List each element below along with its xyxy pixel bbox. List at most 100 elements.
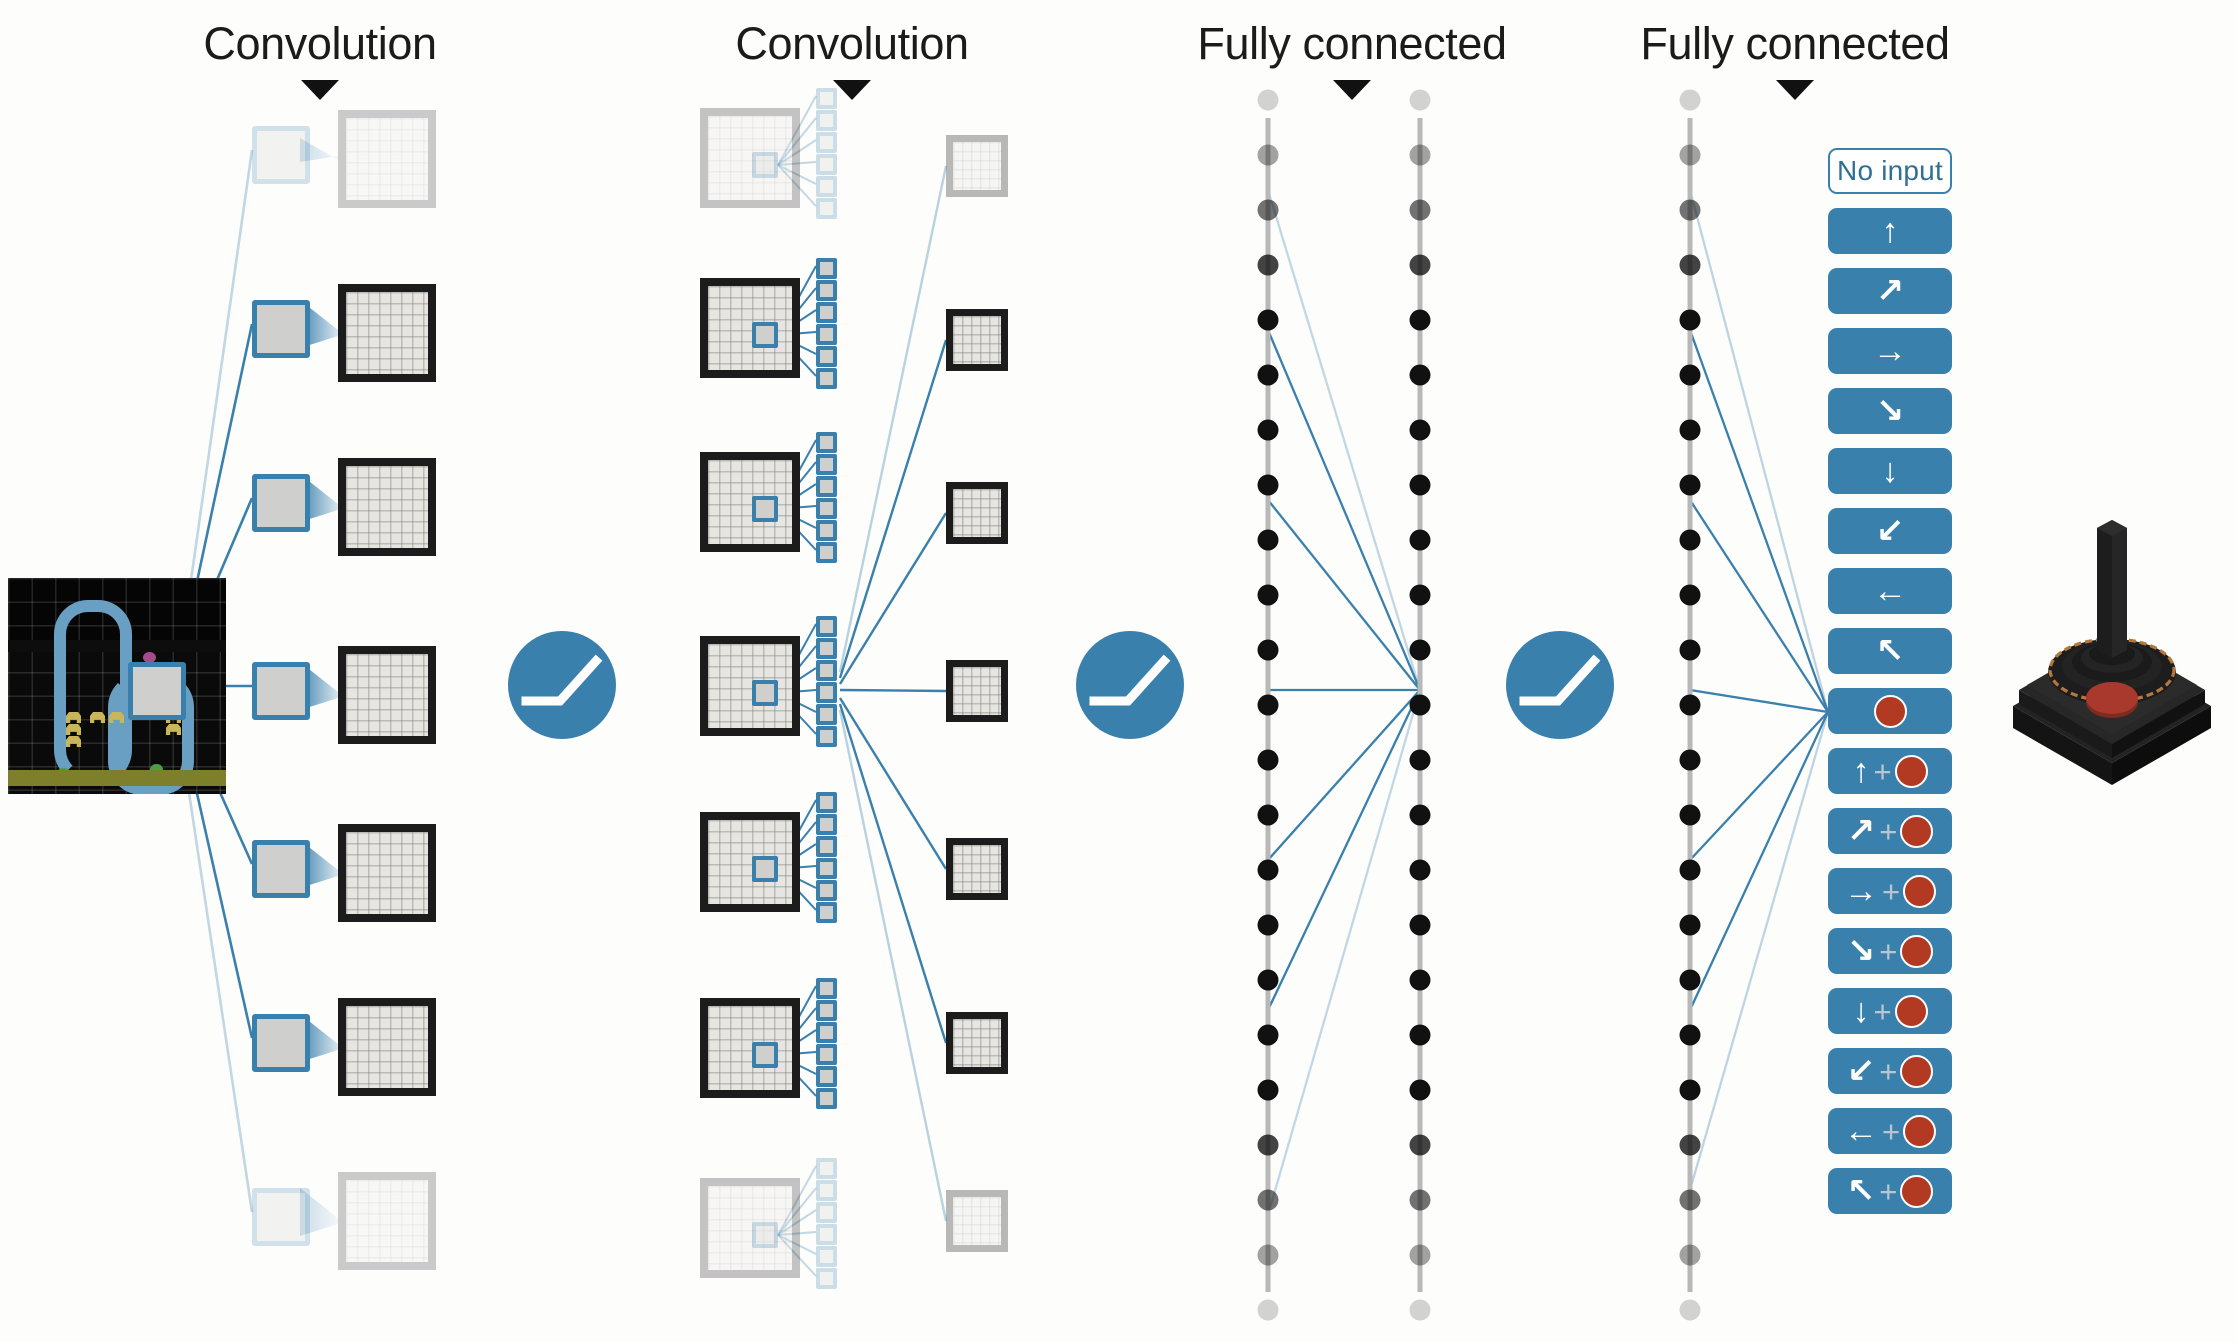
fc-neuron (1409, 1024, 1431, 1046)
feature-map-grid (953, 1197, 1001, 1245)
action-down-fire[interactable]: ↓+ (1828, 988, 1952, 1034)
fire-button-icon (1903, 874, 1937, 908)
plus-separator: + (1873, 993, 1892, 1029)
fire-button-icon (1894, 754, 1928, 788)
action-label: No input (1837, 155, 1943, 186)
fc-neuron (1257, 1299, 1279, 1321)
feature-map-grid (708, 286, 792, 370)
conv2-kernel-cell (816, 198, 837, 219)
action-fire[interactable] (1828, 688, 1952, 734)
fc-neuron (1409, 1189, 1431, 1211)
fc-neuron (1409, 749, 1431, 771)
action-left-fire[interactable]: ←+ (1828, 1108, 1952, 1154)
plus-separator: + (1879, 1173, 1898, 1209)
action-down-right[interactable]: ↘ (1828, 388, 1952, 434)
action-right-fire[interactable]: →+ (1828, 868, 1952, 914)
fire-button-icon (1900, 814, 1934, 848)
fc-neuron (1679, 1024, 1701, 1046)
game-gem (143, 652, 156, 663)
fc-neuron (1679, 199, 1701, 221)
conv2-receptive-field (752, 1042, 778, 1068)
feature-map-grid (953, 845, 1001, 893)
conv2-output-map (946, 1012, 1008, 1074)
action-up-right[interactable]: ↗ (1828, 268, 1952, 314)
fc-neuron (1409, 1134, 1431, 1156)
fire-button-icon (1900, 1054, 1934, 1088)
fc-neuron (1679, 144, 1701, 166)
conv2-kernel-cell (816, 836, 837, 857)
conv2-kernel-cell (816, 1000, 837, 1021)
fc-neuron (1679, 419, 1701, 441)
fc-neuron (1257, 1079, 1279, 1101)
conv2-kernel-cell (816, 324, 837, 345)
fc-neuron (1409, 1299, 1431, 1321)
conv1-feature-map (338, 284, 436, 382)
conv2-receptive-field (752, 322, 778, 348)
fc-neuron (1409, 474, 1431, 496)
fc-neuron (1257, 1134, 1279, 1156)
feature-map-grid (346, 832, 428, 914)
conv2-kernel-cell (816, 1044, 837, 1065)
input-receptive-field (128, 662, 186, 720)
stage-marker-conv1 (301, 80, 339, 100)
fc-neuron (1257, 914, 1279, 936)
action-no-input[interactable]: No input (1828, 148, 1952, 194)
action-up-left[interactable]: ↖ (1828, 628, 1952, 674)
feature-map-grid (708, 116, 792, 200)
fc-neuron (1679, 804, 1701, 826)
fc-neuron (1679, 1189, 1701, 1211)
action-down[interactable]: ↓ (1828, 448, 1952, 494)
fc-neuron (1679, 1244, 1701, 1266)
game-ground (8, 770, 226, 786)
game-sprite (66, 724, 81, 735)
feature-map-grid (953, 667, 1001, 715)
conv2-kernel-cell (816, 454, 837, 475)
fire-button-icon (1894, 994, 1928, 1028)
fc-neuron (1679, 364, 1701, 386)
fc-neuron (1679, 584, 1701, 606)
fc-neuron (1257, 254, 1279, 276)
arrow-right-icon: → (1873, 332, 1907, 370)
action-down-left[interactable]: ↙ (1828, 508, 1952, 554)
fc-neuron (1257, 529, 1279, 551)
relu-icon (1076, 631, 1184, 739)
feature-map-grid (346, 292, 428, 374)
conv2-output-map (946, 660, 1008, 722)
action-down-left-fire[interactable]: ↙+ (1828, 1048, 1952, 1094)
game-tube-right (108, 673, 194, 794)
conv1-feature-map (338, 458, 436, 556)
conv2-kernel-cell (816, 1202, 837, 1223)
fc-neuron (1409, 144, 1431, 166)
conv2-feature-map (700, 1178, 800, 1278)
fc-neuron (1409, 529, 1431, 551)
conv1-patch (252, 1188, 310, 1246)
atari-joystick (2005, 520, 2220, 790)
conv1-patch (252, 662, 310, 720)
conv2-kernel-cell (816, 280, 837, 301)
plus-separator: + (1879, 813, 1898, 849)
fire-button-icon (1900, 934, 1934, 968)
fc-neuron (1679, 639, 1701, 661)
conv2-feature-map (700, 998, 800, 1098)
action-up-left-fire[interactable]: ↖+ (1828, 1168, 1952, 1214)
fc-neuron (1257, 694, 1279, 716)
stage-marker-fc2 (1776, 80, 1814, 100)
conv2-receptive-field (752, 1222, 778, 1248)
action-down-right-fire[interactable]: ↘+ (1828, 928, 1952, 974)
plus-separator: + (1873, 753, 1892, 789)
fc-neuron (1257, 1189, 1279, 1211)
conv2-output-map (946, 309, 1008, 371)
arrow-left-icon: ← (1843, 1112, 1878, 1150)
arrow-down-icon: ↓ (1852, 992, 1870, 1030)
conv2-kernel-cell (816, 978, 837, 999)
action-up-right-fire[interactable]: ↗+ (1828, 808, 1952, 854)
action-up[interactable]: ↑ (1828, 208, 1952, 254)
fc-neuron (1409, 364, 1431, 386)
action-right[interactable]: → (1828, 328, 1952, 374)
conv2-receptive-field (752, 152, 778, 178)
conv1-feature-map (338, 824, 436, 922)
fc-neuron (1679, 749, 1701, 771)
conv2-kernel-cell (816, 432, 837, 453)
action-left[interactable]: ← (1828, 568, 1952, 614)
action-up-fire[interactable]: ↑+ (1828, 748, 1952, 794)
